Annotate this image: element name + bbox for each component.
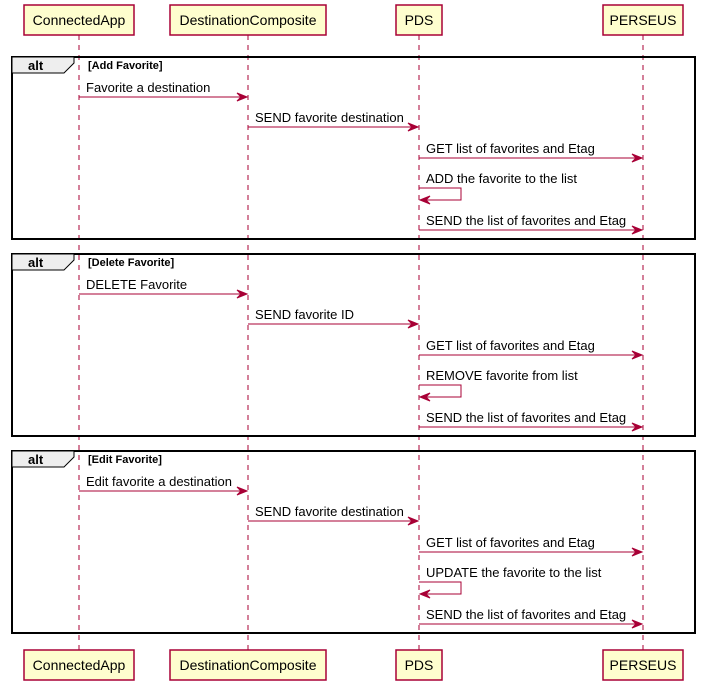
fragment-frame xyxy=(11,450,696,634)
message-label: DELETE Favorite xyxy=(86,277,187,292)
alt-fragment-add-favorite: alt [Add Favorite] Favorite a destinationS… xyxy=(11,56,696,240)
message-add-the-favorite-to-the-list: ADD the favorite to the list xyxy=(418,171,577,205)
arrowhead xyxy=(236,289,249,299)
fragment-operator: alt xyxy=(28,255,44,270)
participant-pds-top: PDS xyxy=(395,4,443,36)
participant-label: PERSEUS xyxy=(610,657,677,673)
message-label: GET list of favorites and Etag xyxy=(426,535,595,550)
message-send-favorite-id: SEND favorite ID xyxy=(248,307,420,329)
message-edit-favorite-a-destination: Edit favorite a destination xyxy=(79,474,249,496)
message-label: SEND favorite ID xyxy=(255,307,354,322)
fragment-frame xyxy=(11,253,696,437)
message-send-favorite-destination: SEND favorite destination xyxy=(248,504,420,526)
participant-perseus-bottom: PERSEUS xyxy=(602,649,684,681)
fragment-operator: alt xyxy=(28,58,44,73)
fragment-guard: [Add Favorite] xyxy=(88,60,163,72)
participant-label: PERSEUS xyxy=(610,12,677,28)
fragment-operator: alt xyxy=(28,452,44,467)
fragment-tab xyxy=(11,56,75,74)
participant-destinationcomposite-top: DestinationComposite xyxy=(169,4,327,36)
alt-fragment-edit-favorite: alt [Edit Favorite] Edit favorite a destin… xyxy=(11,450,696,634)
participant-label: PDS xyxy=(405,12,434,28)
arrowhead xyxy=(631,422,644,432)
message-send-the-list-of-favorites-and-etag: SEND the list of favorites and Etag xyxy=(419,213,644,235)
message-delete-favorite: DELETE Favorite xyxy=(79,277,249,299)
message-label: ADD the favorite to the list xyxy=(426,171,577,186)
message-label: SEND the list of favorites and Etag xyxy=(426,410,626,425)
arrowhead xyxy=(407,122,420,132)
fragment-tab xyxy=(11,253,75,271)
participant-connectedapp-top: ConnectedApp xyxy=(23,4,135,36)
message-label: SEND favorite destination xyxy=(255,110,404,125)
participant-label: ConnectedApp xyxy=(33,657,126,673)
message-label: UPDATE the favorite to the list xyxy=(426,565,602,580)
message-label: REMOVE favorite from list xyxy=(426,368,578,383)
message-get-list-of-favorites-and-etag: GET list of favorites and Etag xyxy=(419,338,644,360)
arrowhead xyxy=(236,486,249,496)
message-send-the-list-of-favorites-and-etag: SEND the list of favorites and Etag xyxy=(419,410,644,432)
fragment-frame xyxy=(11,56,696,240)
message-send-the-list-of-favorites-and-etag: SEND the list of favorites and Etag xyxy=(419,607,644,629)
alt-fragment-delete-favorite: alt [Delete Favorite] DELETE FavoriteSEND … xyxy=(11,253,696,437)
message-remove-favorite-from-list: REMOVE favorite from list xyxy=(418,368,578,402)
message-send-favorite-destination: SEND favorite destination xyxy=(248,110,420,132)
message-get-list-of-favorites-and-etag: GET list of favorites and Etag xyxy=(419,535,644,557)
participant-label: DestinationComposite xyxy=(180,12,317,28)
fragment-tab xyxy=(11,450,75,468)
arrowhead xyxy=(631,153,644,163)
participant-label: ConnectedApp xyxy=(33,12,126,28)
fragment-guard: [Edit Favorite] xyxy=(88,454,162,466)
participant-pds-bottom: PDS xyxy=(395,649,443,681)
message-label: Edit favorite a destination xyxy=(86,474,232,489)
message-label: SEND favorite destination xyxy=(255,504,404,519)
message-label: GET list of favorites and Etag xyxy=(426,141,595,156)
arrowhead xyxy=(418,392,431,402)
participant-connectedapp-bottom: ConnectedApp xyxy=(23,649,135,681)
arrowhead xyxy=(631,547,644,557)
participant-perseus-top: PERSEUS xyxy=(602,4,684,36)
participant-label: PDS xyxy=(405,657,434,673)
fragment-guard: [Delete Favorite] xyxy=(88,257,175,269)
message-label: SEND the list of favorites and Etag xyxy=(426,213,626,228)
arrowhead xyxy=(236,92,249,102)
message-update-the-favorite-to-the-list: UPDATE the favorite to the list xyxy=(418,565,602,599)
arrowhead xyxy=(418,195,431,205)
arrowhead xyxy=(418,589,431,599)
arrowhead xyxy=(631,225,644,235)
arrowhead xyxy=(407,516,420,526)
arrowhead xyxy=(631,350,644,360)
arrowhead xyxy=(631,619,644,629)
message-favorite-a-destination: Favorite a destination xyxy=(79,80,249,102)
participant-label: DestinationComposite xyxy=(180,657,317,673)
message-label: SEND the list of favorites and Etag xyxy=(426,607,626,622)
message-label: Favorite a destination xyxy=(86,80,210,95)
message-label: GET list of favorites and Etag xyxy=(426,338,595,353)
participant-destinationcomposite-bottom: DestinationComposite xyxy=(169,649,327,681)
arrowhead xyxy=(407,319,420,329)
message-get-list-of-favorites-and-etag: GET list of favorites and Etag xyxy=(419,141,644,163)
